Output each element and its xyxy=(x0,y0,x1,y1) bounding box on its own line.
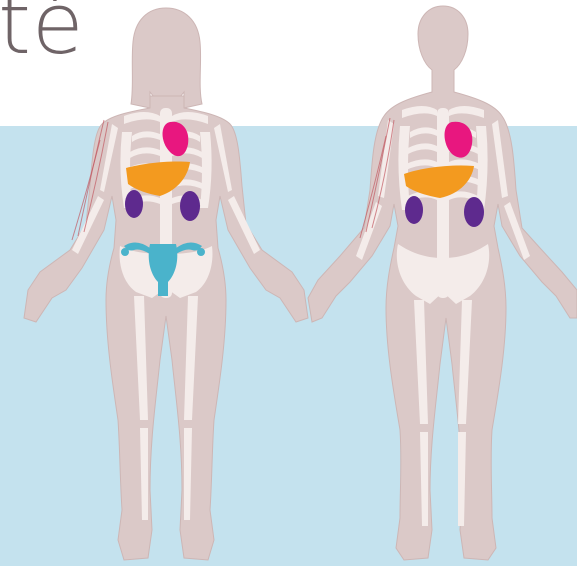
left-kidney-icon xyxy=(405,196,423,224)
left-kidney-icon xyxy=(125,190,143,218)
female-figure xyxy=(24,8,308,560)
male-figure xyxy=(308,6,577,560)
right-kidney-icon xyxy=(464,197,484,227)
right-kidney-icon xyxy=(180,191,200,221)
